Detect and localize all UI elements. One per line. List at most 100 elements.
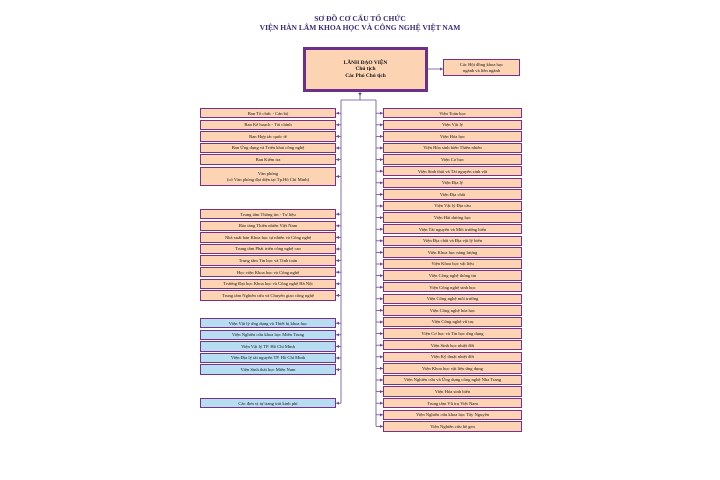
office-line1: Văn phòng bbox=[257, 171, 279, 177]
left-arrow-head bbox=[336, 224, 339, 228]
institute-box-label: Viện Cơ học bbox=[440, 156, 465, 162]
left-arrow-head bbox=[336, 123, 339, 127]
institute-box: Viện Công nghệ vũ trụ bbox=[383, 316, 522, 328]
institute-box: Viện Công nghệ thông tin bbox=[383, 270, 522, 281]
admin-board-box-label: Ban Kiểm tra bbox=[255, 156, 281, 162]
regional-institute-box-label: Viện Vật lý TP. Hồ Chí Minh bbox=[241, 343, 295, 349]
right-arrow-head bbox=[380, 355, 383, 359]
left-arrow-head bbox=[336, 134, 339, 138]
left-arrow-head bbox=[336, 174, 339, 179]
institute-box-label: Trung tâm Vũ trụ Việt Nam bbox=[427, 400, 478, 406]
center-unit-box-label: Trung tâm Phát triển công nghệ cao bbox=[235, 246, 301, 252]
institute-box: Viện Sinh thái và Tài nguyên sinh vật bbox=[383, 166, 522, 177]
right-arrow-head bbox=[380, 134, 383, 138]
center-unit-box-label: Bảo tàng Thiên nhiên Việt Nam bbox=[238, 223, 298, 229]
center-unit-box-label: Trung tâm Tin học và Tính toán bbox=[238, 257, 298, 263]
institute-box: Viện Cơ học bbox=[383, 154, 522, 165]
institute-box: Viện Hóa học bbox=[383, 131, 522, 142]
institute-box: Viện Công nghệ sinh học bbox=[383, 282, 522, 293]
left-arrow-head bbox=[336, 282, 339, 286]
science-council-box: Các Hội đồng khoa học ngành và liên ngàn… bbox=[443, 59, 520, 76]
office-box: Văn phòng(có Văn phòng đại diện tại Tp.H… bbox=[200, 167, 336, 186]
institute-box: Viện Vật lý Địa cầu bbox=[383, 200, 522, 212]
institute-box-label: Viện Sinh học nhiệt đới bbox=[430, 342, 475, 348]
institute-box: Viện Khoa học năng lượng bbox=[383, 247, 522, 258]
institute-box-label: Viện Nghiên cứu hệ gen bbox=[430, 423, 475, 429]
institute-box-label: Viện Hóa học bbox=[439, 133, 466, 139]
right-arrow-head bbox=[380, 308, 383, 312]
institute-box-label: Viện Nghiên cứu khoa học Tây Nguyên bbox=[415, 412, 490, 418]
institute-box: Viện Nghiên cứu và Ứng dụng công nghệ Nh… bbox=[383, 374, 522, 386]
leadership-title: LÃNH ĐẠO VIỆN bbox=[343, 60, 388, 67]
leader-down-arrow bbox=[358, 93, 362, 96]
left-arrow-head bbox=[336, 146, 339, 150]
left-arrow-head bbox=[336, 333, 339, 337]
institute-box-label: Viện Nghiên cứu và Ứng dụng công nghệ Nh… bbox=[403, 377, 502, 383]
admin-board-box-label: Ban Hợp tác quốc tế bbox=[249, 133, 287, 139]
left-arrow-head bbox=[336, 259, 339, 263]
right-arrow-head bbox=[380, 204, 383, 208]
right-arrow-head bbox=[380, 343, 383, 347]
right-arrow-head bbox=[380, 285, 383, 289]
regional-institute-box: Viện Vật lý TP. Hồ Chí Minh bbox=[200, 341, 336, 352]
center-unit-box-label: Học viện Khoa học và Công nghệ bbox=[236, 269, 300, 275]
institute-box: Viện Kỹ thuật nhiệt đới bbox=[383, 351, 522, 362]
admin-board-box: Ban Ứng dụng và Triển khai công nghệ bbox=[200, 142, 336, 154]
institute-box: Viện Công nghệ hóa học bbox=[383, 305, 522, 316]
center-unit-box-label: Trung tâm Nghiên cứu và Chuyển giao công… bbox=[222, 292, 314, 298]
left-arrow-head bbox=[336, 158, 339, 162]
center-unit-box-label: Nhà xuất bản Khoa học tự nhiên và Công n… bbox=[224, 234, 312, 240]
center-unit-box: Trung tâm Phát triển công nghệ cao bbox=[200, 243, 336, 255]
institute-box-label: Viện Hóa sinh biển bbox=[434, 388, 471, 394]
left-arrow-head bbox=[336, 293, 339, 297]
regional-institute-box-label: Viện Vật lý ứng dụng và Thiết bị khoa họ… bbox=[228, 320, 308, 326]
left-arrow-head bbox=[336, 212, 339, 216]
right-arrow-head bbox=[380, 181, 383, 185]
left-arrow-head bbox=[336, 270, 339, 274]
right-arrow-head bbox=[380, 332, 383, 336]
chart-title-line-1: SƠ ĐỒ CƠ CẤU TỔ CHỨC bbox=[314, 14, 406, 23]
center-unit-box: Bảo tàng Thiên nhiên Việt Nam bbox=[200, 220, 336, 231]
institute-box: Viện Cơ học và Tin học ứng dụng bbox=[383, 328, 522, 339]
left-arrow-head bbox=[336, 235, 339, 239]
center-unit-box: Trung tâm Tin học và Tính toán bbox=[200, 255, 336, 266]
institute-box-label: Viện Khoa học năng lượng bbox=[427, 249, 478, 255]
institute-box-label: Viện Vật lý Địa cầu bbox=[434, 203, 471, 209]
institute-box-label: Viện Vật lý bbox=[441, 122, 464, 128]
regional-institute-box-label: Viện Sinh thái học Miền Nam bbox=[240, 366, 296, 372]
institute-box: Trung tâm Vũ trụ Việt Nam bbox=[383, 398, 522, 409]
institute-box: Viện Địa lý bbox=[383, 177, 522, 188]
right-arrow-head bbox=[380, 111, 383, 115]
regional-institute-box: Viện Địa lý tài nguyên TP. Hồ Chí Minh bbox=[200, 352, 336, 364]
institute-box: Viện Hải dương học bbox=[383, 212, 522, 223]
left-arrow-head bbox=[336, 356, 339, 360]
self-funded-units-box: Các đơn vị tự trang trải kinh phí bbox=[200, 398, 336, 409]
institute-box-label: Viện Hóa sinh biển Thiên nhiên bbox=[423, 145, 482, 151]
institute-box: Viện Hóa sinh biển Thiên nhiên bbox=[383, 142, 522, 154]
council-arrow-head bbox=[440, 67, 443, 71]
center-unit-box: Trung tâm Thông tin - Tư liệu bbox=[200, 209, 336, 220]
institute-box: Viện Sinh học nhiệt đới bbox=[383, 340, 522, 351]
right-arrow-head bbox=[380, 320, 383, 324]
institute-box-label: Viện Công nghệ sinh học bbox=[429, 284, 476, 290]
right-arrow-head bbox=[380, 227, 383, 231]
admin-board-box-label: Ban Kế hoạch - Tài chính bbox=[244, 122, 292, 128]
institute-box-label: Viện Khoa học vật liệu ứng dụng bbox=[422, 365, 483, 371]
right-arrow-head bbox=[380, 378, 383, 382]
institute-box: Viện Địa chất và Địa vật lý biển bbox=[383, 235, 522, 246]
institute-box-label: Viện Công nghệ thông tin bbox=[428, 272, 477, 278]
council-line-1: Các Hội đồng khoa học bbox=[459, 62, 504, 68]
left-arrow-head bbox=[336, 368, 339, 372]
left-arrow-head bbox=[336, 321, 339, 325]
admin-board-box: Ban Hợp tác quốc tế bbox=[200, 131, 336, 142]
institute-box-label: Viện Cơ học và Tin học ứng dụng bbox=[421, 330, 484, 336]
right-arrow-head bbox=[380, 366, 383, 370]
institute-box-label: Viện Địa chất bbox=[439, 191, 466, 197]
office-line2: (có Văn phòng đại diện tại Tp.Hồ Chí Min… bbox=[226, 176, 310, 182]
institute-box-label: Viện Sinh thái và Tài nguyên sinh vật bbox=[417, 168, 488, 174]
institute-box: Viện Tài nguyên và Môi trường biển bbox=[383, 224, 522, 235]
regional-institute-box: Viện Nghiên cứu khoa học Miền Trung bbox=[200, 329, 336, 340]
right-arrow-head bbox=[380, 297, 383, 301]
left-arrow-head bbox=[336, 401, 339, 405]
right-arrow-head bbox=[380, 262, 383, 266]
